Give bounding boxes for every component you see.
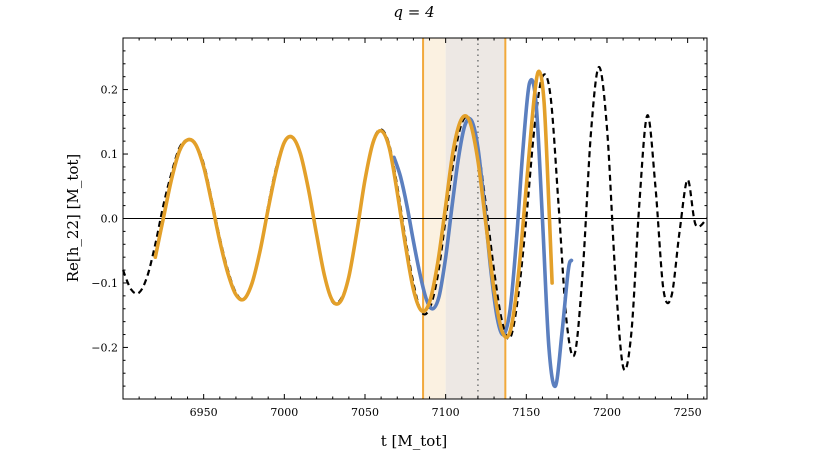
series-line-2: [153, 69, 554, 340]
x-tick-label: 7000: [270, 406, 298, 419]
y-tick-label: −0.2: [91, 341, 118, 354]
y-axis-label: Re[h_22] [M_tot]: [64, 154, 82, 283]
x-tick-label: 7050: [351, 406, 379, 419]
x-tick-label: 7200: [593, 406, 621, 419]
x-tick-label: 6950: [190, 406, 218, 419]
y-tick-label: 0.1: [101, 148, 119, 161]
chart-title: q = 4: [393, 3, 434, 21]
y-tick-label: −0.1: [91, 277, 118, 290]
x-tick-label: 7100: [432, 406, 460, 419]
x-axis-label: t [M_tot]: [381, 432, 447, 450]
x-tick-label: 7150: [512, 406, 540, 419]
y-tick-label: 0.2: [101, 84, 119, 97]
series-group: [121, 65, 708, 389]
ticks: 6950 7000 7050 7100 7150 7200 7250 −0.2 −0.1 0.0 0…: [91, 37, 707, 419]
y-tick-label: 0.0: [101, 213, 119, 226]
x-tick-label: 7250: [674, 406, 702, 419]
